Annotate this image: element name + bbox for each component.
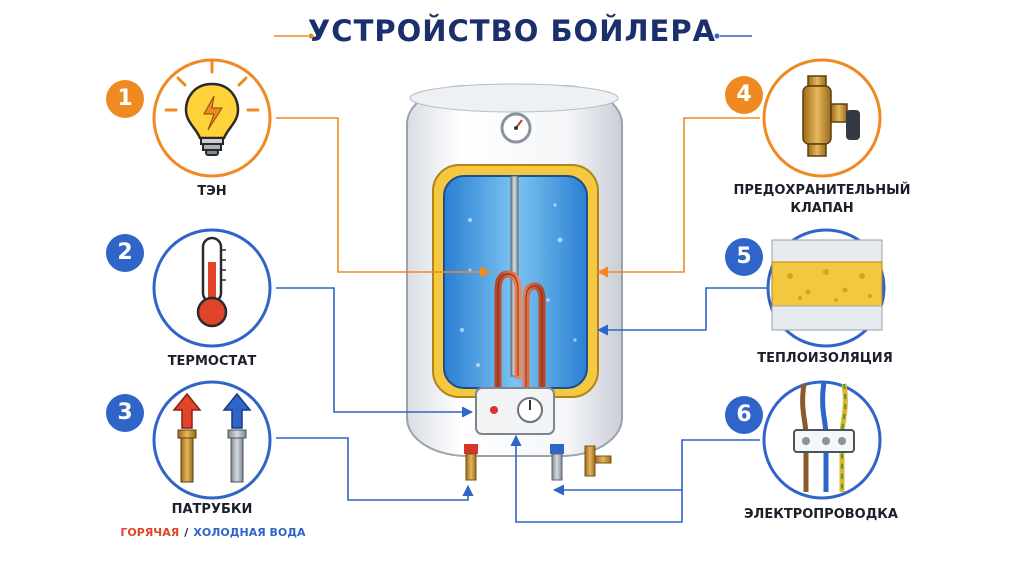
circle-6	[762, 380, 882, 500]
label-thermostat: ТЕРМОСТАТ	[167, 354, 257, 369]
circle-4	[762, 58, 882, 178]
circle-1	[152, 58, 272, 178]
label-insulation: ТЕПЛОИЗОЛЯЦИЯ	[757, 351, 893, 366]
thermometer-icon	[196, 236, 228, 328]
insulation-icon	[771, 239, 883, 331]
badge-3: 3	[106, 394, 144, 432]
circle-5	[766, 228, 886, 348]
badge-6: 6	[725, 396, 763, 434]
pipes-sublabel: ГОРЯЧАЯ / ХОЛОДНАЯ ВОДА	[118, 521, 308, 540]
circle-3	[152, 380, 272, 500]
badge-4: 4	[725, 76, 763, 114]
badge-1: 1	[106, 80, 144, 118]
diagram-title: УСТРОЙСТВО БОЙЛЕРА	[307, 14, 717, 48]
separator: /	[184, 526, 189, 539]
pressure-gauge	[500, 112, 532, 144]
title-decoration	[274, 33, 752, 39]
badge-2: 2	[106, 234, 144, 272]
label-safety-valve-line2: КЛАПАН	[790, 201, 854, 216]
hot-water-label: ГОРЯЧАЯ	[120, 526, 180, 539]
label-safety-valve-line1: ПРЕДОХРАНИТЕЛЬНЫЙ	[733, 183, 911, 198]
badge-5: 5	[725, 238, 763, 276]
cold-water-inlet	[550, 444, 564, 481]
label-safety-valve: ПРЕДОХРАНИТЕЛЬНЫЙ КЛАПАН	[722, 182, 922, 218]
circle-2	[152, 228, 272, 348]
pipes-icon	[172, 392, 252, 483]
safety-valve-on-tank	[584, 445, 612, 477]
cold-water-label: ХОЛОДНАЯ ВОДА	[193, 526, 306, 539]
label-ten: ТЭН	[197, 184, 227, 199]
label-wiring: ЭЛЕКТРОПРОВОДКА	[744, 507, 898, 522]
hot-water-outlet	[464, 444, 478, 481]
wiring-icon	[793, 381, 855, 492]
thermostat-control-box	[475, 387, 555, 435]
lightbulb-icon	[164, 60, 260, 156]
connector-lines	[276, 117, 768, 523]
boiler-tank	[406, 83, 623, 481]
valve-icon	[802, 75, 860, 157]
label-pipes: ПАТРУБКИ	[171, 502, 253, 517]
